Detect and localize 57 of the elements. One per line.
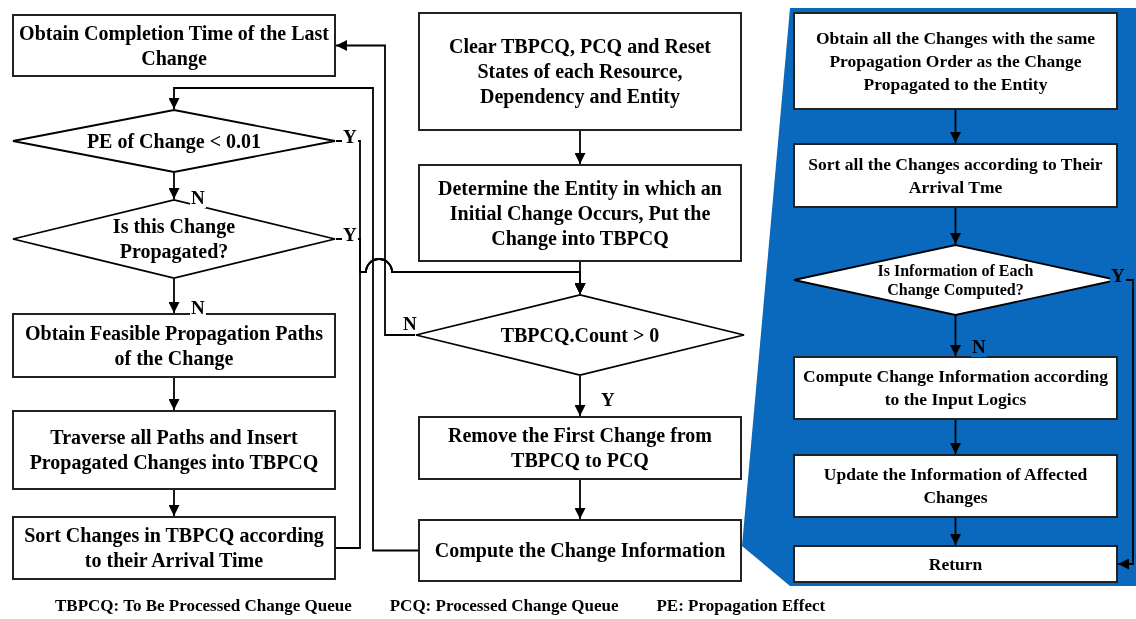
edge-label: N (190, 188, 206, 208)
node-text: Remove the First Change from TBPCQ to PCQ (447, 423, 713, 473)
arrow (574, 479, 586, 520)
node-text: Is this Change Propagated? (111, 214, 237, 264)
process-box (793, 143, 1118, 208)
arrow (574, 130, 586, 165)
node-text: Compute Change Information according to the Input Logics (802, 365, 1109, 411)
node-text: Sort all the Changes according to Their Arrival Tme (807, 152, 1104, 199)
arrow (950, 315, 961, 357)
edge-label: Y (1110, 266, 1126, 286)
arrow (574, 375, 586, 417)
arrow (950, 419, 961, 455)
detail-panel (740, 8, 1136, 586)
arrow (168, 377, 180, 411)
edge-label: N (402, 314, 418, 334)
node-text: Determine the Entity in which an Initial Change Occurs, Put the Change into TBPCQ (437, 175, 723, 251)
arrow (168, 278, 180, 314)
arrow (950, 207, 961, 245)
node-text: Obtain Completion Time of the Last Change (18, 20, 330, 71)
process-box (793, 454, 1118, 518)
decision-diamond (415, 294, 745, 376)
process-box (418, 164, 742, 262)
node-text: Obtain Feasible Propagation Paths of the Change (24, 320, 324, 371)
node-text: PE of Change < 0.01 (86, 128, 262, 154)
legend-note: PE: Propagation Effect (656, 596, 826, 616)
process-box (12, 410, 336, 490)
process-box (418, 519, 742, 582)
process-box (793, 12, 1118, 110)
edge-label: N (971, 337, 987, 357)
process-box (793, 545, 1118, 583)
node-text: Return (928, 552, 983, 576)
arrow (335, 40, 416, 336)
decision-diamond (12, 109, 336, 173)
arrow (168, 87, 419, 552)
legend-note: TBPCQ: To Be Processed Change Queue (55, 596, 352, 616)
process-box (418, 12, 742, 131)
arrow (1117, 279, 1134, 570)
process-box (418, 416, 742, 480)
arrow (168, 172, 180, 200)
node-text: TBPCQ.Count > 0 (500, 322, 660, 348)
process-box (12, 313, 336, 378)
process-box (12, 516, 336, 580)
node-text: Traverse all Paths and Insert Propagated Changes into TBPCQ (28, 425, 320, 475)
node-text: Compute the Change Information (434, 538, 726, 563)
process-box (12, 14, 336, 77)
node-text: Update the Information of Affected Changes (822, 463, 1089, 509)
node-text: Sort Changes in TBPCQ according to their Arrival Time (23, 523, 325, 573)
process-box (793, 356, 1118, 420)
arrow (168, 489, 180, 517)
arrow (950, 517, 961, 546)
node-text: Obtain all the Changes with the same Propagation Order as the Change Propagated to the Entity (814, 26, 1096, 96)
node-text: Clear TBPCQ, PCQ and Reset States of each Resource, Dependency and Entity (448, 34, 712, 109)
arrow (574, 261, 586, 295)
edge-label: N (190, 298, 206, 318)
legend-note: PCQ: Processed Change Queue (389, 596, 619, 616)
arrow (950, 109, 961, 144)
node-text: Is Information of Each Change Computed? (876, 261, 1035, 299)
